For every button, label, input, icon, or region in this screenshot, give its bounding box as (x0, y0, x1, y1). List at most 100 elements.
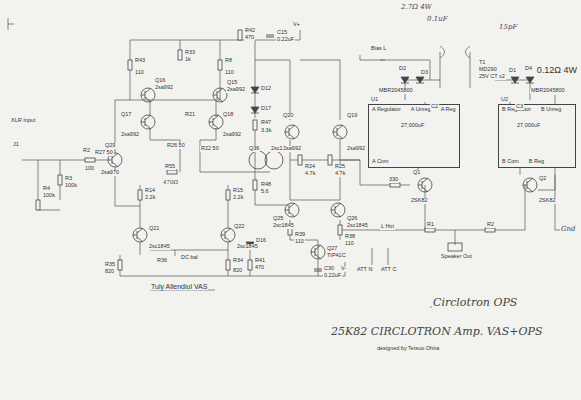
part-label: D2 (398, 66, 407, 72)
part-label: Q25 (272, 216, 284, 222)
part-label: Q18 (222, 112, 234, 118)
part-label: R41 (254, 258, 266, 264)
part-label: 100k (42, 193, 56, 199)
part-label: 2sa970 (100, 170, 120, 176)
part-label: R4 (42, 186, 51, 192)
part-label: 0.22uF (276, 37, 295, 43)
part-label: ATT N (356, 267, 373, 273)
part-label: C30 (323, 266, 335, 272)
box-text: A Unreg (411, 107, 431, 113)
part-label: R38 (344, 234, 356, 240)
part-label: R55 (164, 164, 176, 170)
passive-symbols (36, 30, 534, 307)
part-label: 0.12Ω 4W (536, 66, 578, 75)
part-label: Q15 (226, 80, 238, 86)
part-label: D4 (524, 66, 533, 72)
part-label: 2sa992 (346, 146, 366, 152)
part-label: R24 (304, 164, 316, 170)
part-label: 820 (232, 268, 243, 274)
part-label: R39 (294, 232, 306, 238)
part-label: DC bal (180, 255, 199, 261)
part-label: MBR2045800 (378, 88, 414, 94)
part-label: XLR Input (10, 118, 36, 124)
part-label: R42 (244, 28, 256, 34)
box-text: U1 (371, 97, 378, 103)
part-label: 470Ω (162, 180, 179, 186)
part-label: R21 (184, 112, 196, 118)
box-text: U2 (501, 97, 508, 103)
part-label: R26 50 (166, 143, 186, 149)
part-label: C3 (515, 104, 524, 110)
part-label: 3.3k (260, 128, 272, 134)
part-label: 470 (254, 265, 265, 271)
box-text: A Reg (441, 107, 456, 113)
part-label: Bias L (370, 46, 387, 52)
part-label: L Hot (380, 224, 395, 230)
part-label: 330 (388, 177, 399, 183)
part-label: MBR2045800 (530, 88, 566, 94)
part-label: Gnd (560, 226, 577, 233)
part-label: Tuly Allendiul VAS (150, 283, 208, 290)
part-label: Q16 (154, 78, 166, 84)
part-label: designed by Tetsuo Ohira (376, 346, 440, 352)
part-label: R1 (426, 222, 435, 228)
part-label: R3 (64, 176, 73, 182)
part-label: Circlotron OPS (432, 297, 518, 308)
box-text: B Reg (529, 159, 544, 165)
part-label: T1 (478, 60, 486, 66)
part-label: 5.6 (260, 189, 270, 195)
part-label: D12 (260, 86, 272, 92)
part-label: 110 (344, 241, 355, 247)
part-label: J1 (12, 142, 20, 148)
part-label: V+ (292, 22, 301, 28)
part-label: ATT C (380, 267, 397, 273)
part-label: 15pF (498, 24, 518, 31)
part-label: R14 (144, 188, 156, 194)
part-label: 27,000uF (400, 123, 425, 129)
part-label: R2 (486, 222, 495, 228)
part-label: 0.22uF (323, 273, 342, 279)
part-label: Q17 (120, 112, 132, 118)
part-label: R2 (82, 148, 91, 154)
part-label: C2 (430, 104, 439, 110)
part-label: 2sc1845 (148, 244, 171, 250)
transistor-symbols (108, 88, 537, 259)
part-label: 100k (64, 183, 78, 189)
part-label: 2sa992 (120, 132, 140, 138)
part-label: Q22 (233, 224, 245, 230)
part-label: 1k (184, 57, 192, 63)
part-label: R8 (224, 58, 233, 64)
part-label: Q2 (538, 176, 547, 182)
part-label: 2sc1845 (346, 223, 369, 229)
part-label: R48 (260, 182, 272, 188)
part-label: 2sa992 (282, 146, 302, 152)
part-label: R36 (156, 258, 168, 264)
part-label: Q27 (326, 246, 338, 252)
part-label: R22 50 (200, 146, 220, 152)
part-label: 2sc1845 (272, 223, 295, 229)
regulator-box: U1A RegulatorA UnregA RegA Com (368, 104, 460, 168)
part-label: Q1 (412, 170, 421, 176)
box-text: B Com (502, 159, 519, 165)
part-label: C15 (276, 30, 288, 36)
part-label: R43 (134, 58, 146, 64)
part-label: 4.7k (304, 171, 316, 177)
part-label: 2SK82 (538, 198, 557, 204)
part-label: R34 (232, 258, 244, 264)
part-label: 470 (244, 35, 255, 41)
part-label: R27 50 (94, 150, 114, 156)
part-label: 2sa992 (226, 87, 246, 93)
box-text: B Unreg (541, 107, 561, 113)
part-label: Speaker Out (440, 254, 473, 260)
part-label: 2.7Ω 4W (400, 4, 433, 11)
part-label: 2.2k (144, 195, 156, 201)
part-label: R15 (232, 188, 244, 194)
part-label: D17 (260, 106, 272, 112)
part-label: R25 (334, 164, 346, 170)
part-label: D3 (420, 70, 429, 76)
part-label: 110 (134, 70, 145, 76)
part-label: R47 (260, 120, 272, 126)
part-label: 2sa992 (222, 132, 242, 138)
part-label: 2.2k (232, 195, 244, 201)
